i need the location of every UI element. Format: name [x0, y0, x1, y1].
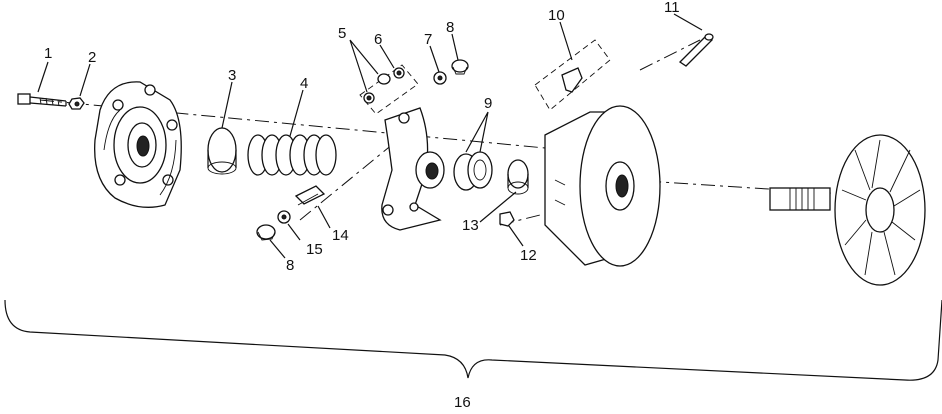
- callout-7: 7: [424, 31, 432, 48]
- assembly-brace: [4, 299, 942, 381]
- part-ring: [207, 127, 237, 175]
- callout-6: 6: [374, 31, 382, 48]
- callout-3: 3: [228, 67, 236, 84]
- part-fixed-sheave: [769, 134, 926, 286]
- part-washer-7: [433, 71, 447, 85]
- part-cover-plate: [94, 81, 182, 208]
- part-spider: [381, 107, 445, 231]
- callout-labels: 1 2 3 4 5 6 7 8 9 10 11 12 13 14 15 8 16: [44, 0, 680, 411]
- callout-15: 15: [306, 241, 323, 258]
- part-bushing-13: [507, 159, 529, 195]
- callout-8-lower: 8: [286, 257, 294, 274]
- part-pin-11: [678, 33, 714, 67]
- callout-1: 1: [44, 45, 52, 62]
- callout-2: 2: [88, 49, 96, 66]
- callout-4: 4: [300, 75, 308, 92]
- part-roller-group: [359, 64, 419, 115]
- callout-8-upper: 8: [446, 19, 454, 36]
- part-weight: [534, 39, 611, 111]
- part-cap-8-upper: [451, 59, 469, 75]
- part-spring: [247, 134, 337, 176]
- callout-9: 9: [484, 95, 492, 112]
- part-moveable-sheave: [544, 105, 661, 267]
- callout-14: 14: [332, 227, 349, 244]
- callout-11: 11: [664, 0, 680, 16]
- callout-10: 10: [548, 7, 565, 24]
- part-screw-12: [499, 211, 515, 227]
- callout-16: 16: [454, 394, 471, 411]
- callout-12: 12: [520, 247, 537, 264]
- part-nut: [68, 97, 85, 110]
- part-washer-15: [277, 210, 291, 224]
- part-bushings: [453, 151, 493, 191]
- part-bolt: [17, 93, 67, 107]
- leader-lines: [37, 13, 703, 259]
- callout-5: 5: [338, 25, 346, 42]
- callout-13: 13: [462, 217, 479, 234]
- part-cap-8-lower: [256, 224, 276, 241]
- part-pin: [294, 185, 326, 206]
